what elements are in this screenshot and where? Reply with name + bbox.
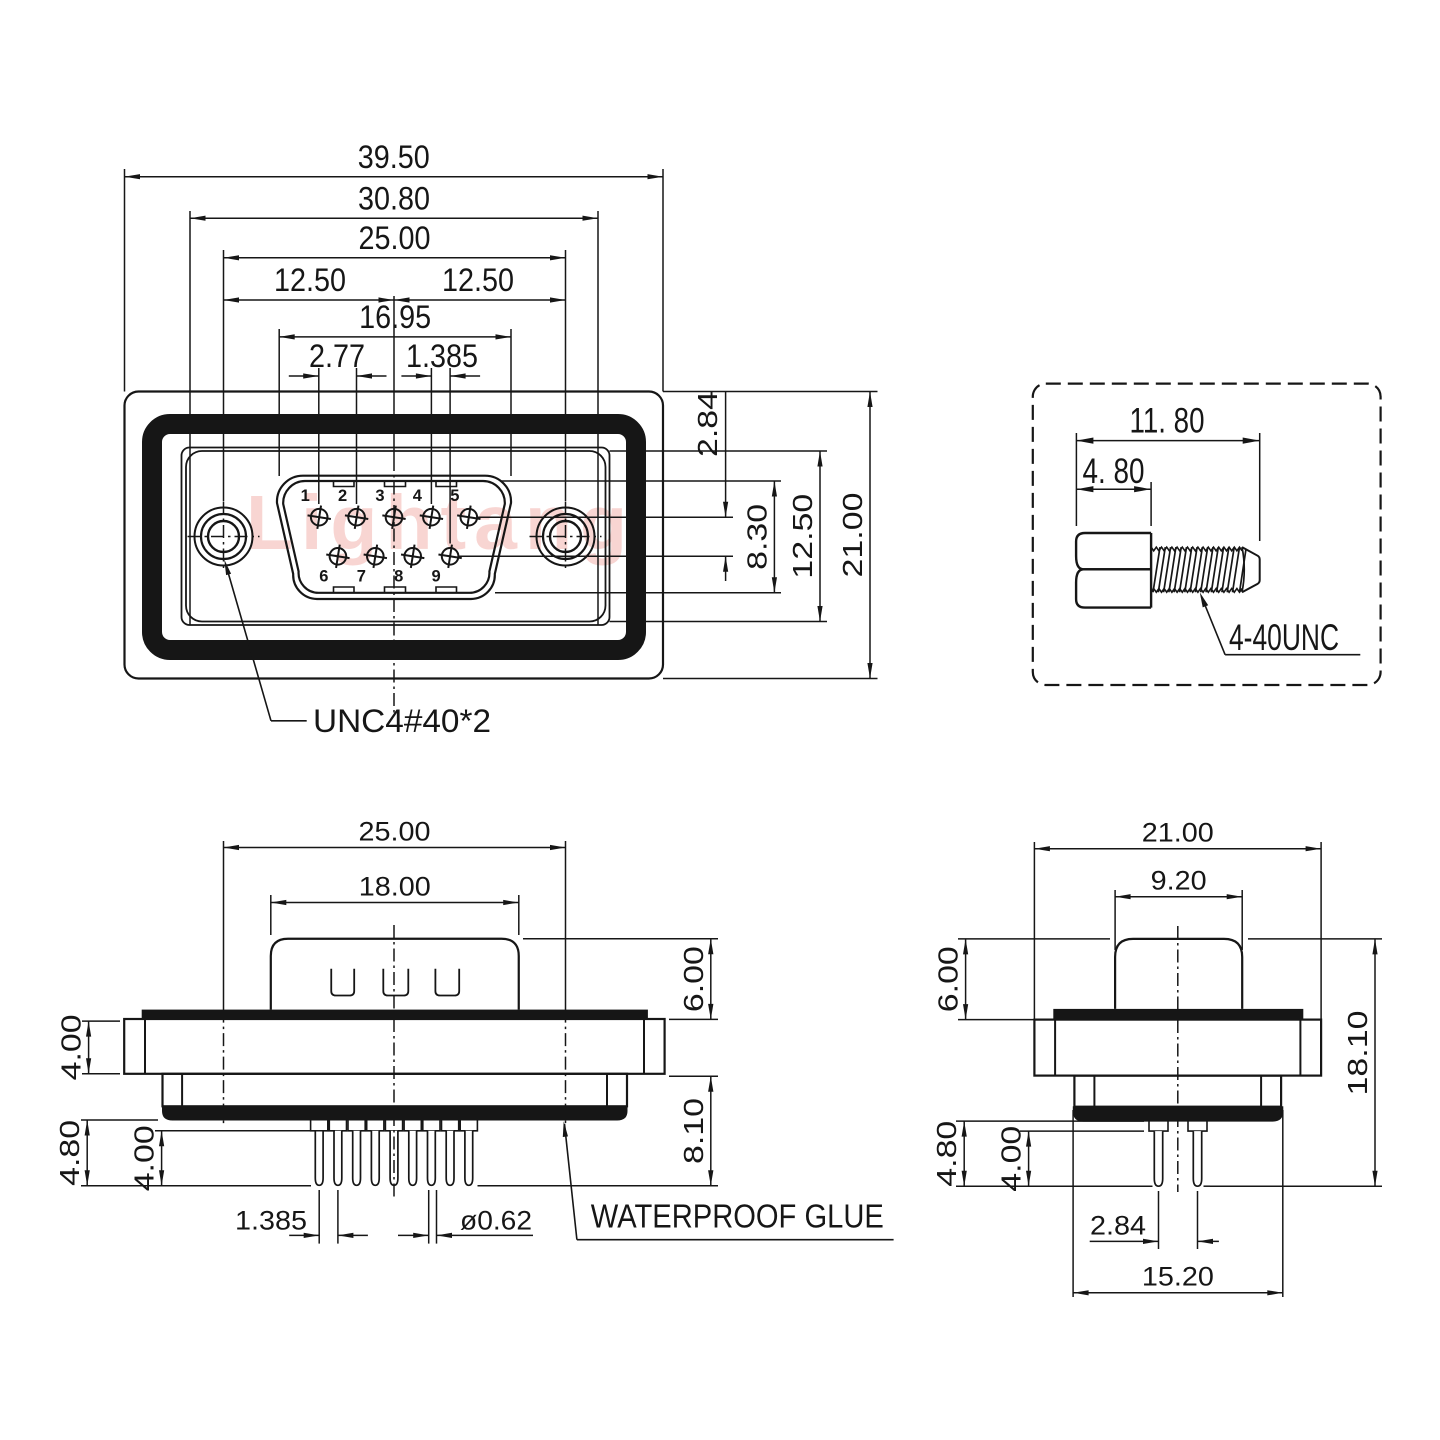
svg-text:4: 4 — [413, 487, 423, 505]
svg-text:2: 2 — [338, 487, 347, 505]
svg-text:12.50: 12.50 — [442, 262, 514, 298]
svg-text:39.50: 39.50 — [358, 139, 430, 175]
svg-text:5: 5 — [450, 487, 459, 505]
svg-text:ø0.62: ø0.62 — [460, 1206, 532, 1236]
svg-text:2.84: 2.84 — [1090, 1211, 1146, 1241]
svg-text:30.80: 30.80 — [358, 181, 430, 217]
svg-text:7: 7 — [357, 568, 366, 586]
svg-text:1: 1 — [301, 487, 310, 505]
svg-text:8: 8 — [394, 568, 403, 586]
svg-text:8.30: 8.30 — [741, 504, 772, 570]
svg-text:18.00: 18.00 — [359, 872, 431, 902]
svg-text:4. 80: 4. 80 — [1083, 452, 1145, 491]
svg-text:UNC4#40*2: UNC4#40*2 — [313, 703, 491, 739]
svg-text:6.00: 6.00 — [933, 946, 964, 1012]
svg-text:15.20: 15.20 — [1142, 1262, 1214, 1292]
svg-text:4.00: 4.00 — [129, 1125, 160, 1191]
svg-text:1.385: 1.385 — [406, 338, 478, 374]
svg-text:4.80: 4.80 — [931, 1121, 962, 1187]
svg-text:12.50: 12.50 — [787, 494, 818, 579]
svg-text:11. 80: 11. 80 — [1130, 402, 1205, 441]
svg-text:25.00: 25.00 — [359, 817, 431, 847]
svg-text:4-40UNC: 4-40UNC — [1229, 617, 1339, 658]
svg-text:12.50: 12.50 — [274, 262, 346, 298]
svg-text:WATERPROOF GLUE: WATERPROOF GLUE — [591, 1198, 884, 1235]
svg-text:21.00: 21.00 — [1142, 818, 1214, 848]
svg-text:4.00: 4.00 — [996, 1126, 1027, 1192]
svg-text:16.95: 16.95 — [359, 299, 431, 335]
svg-text:2.84: 2.84 — [692, 391, 723, 457]
svg-text:21.00: 21.00 — [837, 493, 868, 578]
svg-text:9.20: 9.20 — [1151, 866, 1207, 896]
svg-text:18.10: 18.10 — [1342, 1011, 1373, 1096]
svg-text:6.00: 6.00 — [678, 946, 709, 1012]
svg-text:4.00: 4.00 — [56, 1014, 87, 1080]
svg-text:6: 6 — [319, 568, 328, 586]
svg-text:9: 9 — [432, 568, 441, 586]
svg-text:4.80: 4.80 — [54, 1120, 85, 1186]
svg-text:1.385: 1.385 — [235, 1206, 307, 1236]
svg-text:25.00: 25.00 — [359, 220, 431, 256]
svg-text:2.77: 2.77 — [309, 338, 365, 374]
svg-text:3: 3 — [375, 487, 384, 505]
svg-text:8.10: 8.10 — [678, 1098, 709, 1164]
